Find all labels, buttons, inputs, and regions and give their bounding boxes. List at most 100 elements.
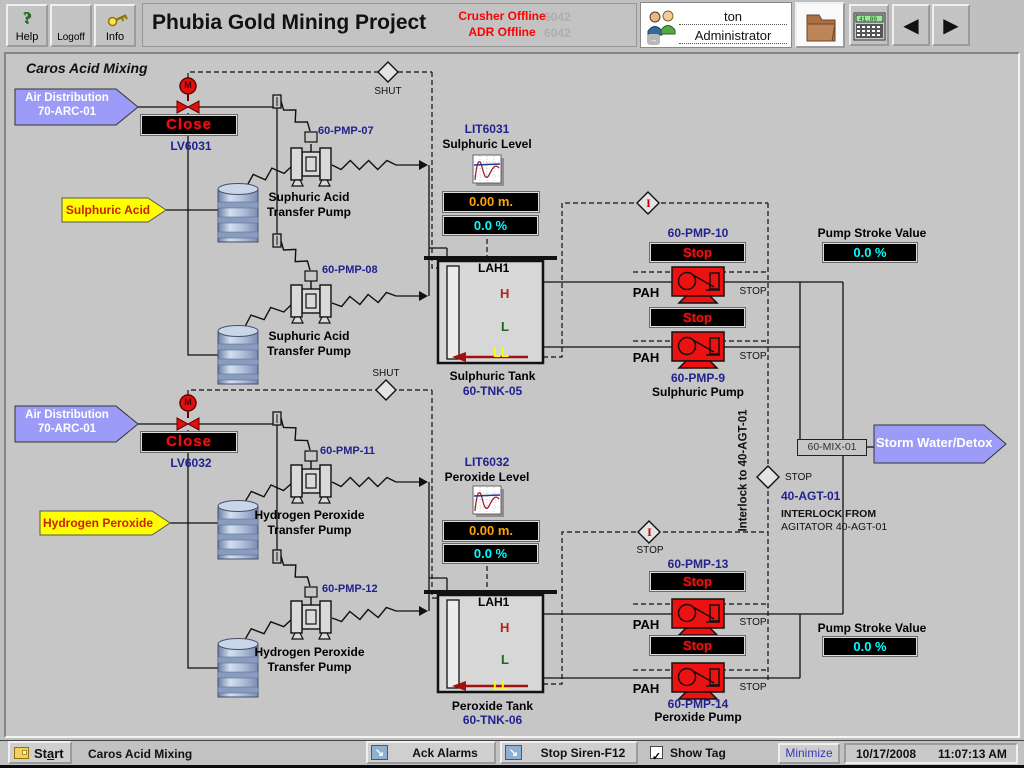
tank2-name: Peroxide Tank: [451, 699, 534, 713]
close-valve-button-lv6032[interactable]: Close: [140, 431, 238, 453]
date-value: 10/17/2008: [856, 747, 917, 761]
calculator-button[interactable]: 41.00: [849, 4, 889, 46]
pump-tag-60-pmp-07: 60-PMP-07: [318, 125, 374, 137]
tank1-lowlow-label: LL: [493, 345, 509, 360]
calculator-display: 41.00: [859, 16, 877, 23]
pump-name-60-pmp-07-line2: Transfer Pump: [266, 205, 352, 219]
minimize-button[interactable]: Minimize: [778, 743, 840, 764]
air-banner-upper-line1: Air Distribution: [25, 92, 109, 104]
tank1-tag: 60-TNK-05: [462, 384, 523, 398]
dosing-tag-60-pmp-13: 60-PMP-13: [667, 557, 729, 571]
show-tag-checkbox[interactable]: ✓: [650, 746, 663, 763]
stroke-label-upper: Pump Stroke Value: [817, 226, 927, 240]
help-button[interactable]: ? Help: [6, 4, 48, 47]
pump-name-60-pmp-08-line1: Suphuric Acid: [268, 329, 350, 343]
stop-button-60-pmp-13[interactable]: Stop: [649, 571, 746, 592]
key-icon: [107, 14, 128, 27]
tank1-low-label: L: [501, 319, 509, 334]
user-name: ton: [679, 9, 787, 25]
help-label: Help: [15, 31, 39, 43]
calculator-icon: 41.00: [853, 12, 886, 41]
peroxide-feed-label: Hydrogen Peroxide: [42, 516, 154, 530]
alarm-ghost-1: 6042: [544, 10, 571, 24]
help-icon: ?: [22, 8, 32, 27]
folder-icon: [806, 14, 836, 42]
interlock-letter-upper: I: [646, 196, 651, 210]
pump-tag-60-pmp-12: 60-PMP-12: [322, 583, 378, 595]
title-panel: [142, 3, 637, 47]
current-screen-label: Caros Acid Mixing: [88, 747, 193, 761]
pump-name-60-pmp-08-line2: Transfer Pump: [266, 344, 352, 358]
level-value-lit6032: 0.00 m.: [442, 520, 540, 542]
start-button[interactable]: Start: [8, 741, 72, 764]
dosing-tag-60-pmp-10: 60-PMP-10: [667, 226, 729, 240]
valve-motor-letter-lower: M: [184, 397, 192, 407]
level-value-lit6031: 0.00 m.: [442, 191, 540, 213]
ack-alarms-icon: ↘: [371, 745, 388, 760]
stroke-value-lower: 0.0 %: [822, 636, 918, 657]
stop-siren-button[interactable]: ↘ Stop Siren-F12: [500, 741, 638, 764]
dosing-name-sulphuric-pump: Sulphuric Pump: [651, 385, 744, 399]
air-banner-upper-line2: 70-ARC-01: [37, 106, 97, 118]
screen-title: Caros Acid Mixing: [26, 60, 148, 76]
pump-name-60-pmp-11-line2: Transfer Pump: [267, 523, 352, 537]
tank2-lowlow-label: LL: [493, 678, 509, 693]
agitator-from-line2: AGITATOR 40-AGT-01: [781, 521, 888, 533]
sulphuric-feed-label: Sulphuric Acid: [65, 203, 151, 217]
start-label-pre: St: [34, 746, 47, 761]
shut-label-upper: SHUT: [374, 86, 402, 97]
prev-icon: ◀: [903, 15, 919, 37]
tank1-alarm-lah1: LAH1: [478, 261, 510, 275]
checkmark-icon: ✓: [651, 751, 662, 763]
tank2-alarm-lah1: LAH1: [478, 595, 510, 609]
tank1-name: Sulphuric Tank: [449, 369, 536, 383]
pump-name-60-pmp-12-line1: Hydrogen Peroxide: [254, 645, 365, 659]
logoff-label: Logoff: [57, 32, 85, 43]
pah-label-60-pmp-9: PAH: [632, 350, 660, 365]
tank2-high-label: H: [500, 620, 510, 635]
show-tag-label: Show Tag: [670, 746, 726, 760]
pump-tag-60-pmp-08: 60-PMP-08: [322, 264, 378, 276]
logoff-button[interactable]: Logoff: [50, 4, 92, 47]
pah-label-60-pmp-14: PAH: [632, 681, 660, 696]
alarm-ghost-2: 6042: [544, 26, 571, 40]
prev-screen-button[interactable]: ◀: [892, 4, 930, 46]
ack-alarms-label: Ack Alarms: [412, 746, 478, 760]
start-label-key: a: [47, 746, 55, 761]
stop-button-60-pmp-9[interactable]: Stop: [649, 307, 746, 328]
state-label-60-pmp-13: STOP: [739, 617, 767, 628]
close-valve-button-lv6031[interactable]: Close: [140, 114, 238, 136]
interlock-letter-lower: I: [647, 525, 652, 539]
valve-motor-letter-upper: M: [184, 80, 192, 90]
page-title: Phubia Gold Mining Project: [152, 11, 427, 34]
footer-bottom-strip: [0, 765, 1024, 768]
pump-tag-60-pmp-11: 60-PMP-11: [320, 445, 376, 457]
stop-label-agitator-diamond: STOP: [785, 472, 813, 483]
level-name-lit6031: Sulphuric Level: [442, 137, 532, 151]
dosing-tag-60-pmp-9: 60-PMP-9: [670, 371, 726, 385]
alarm-text-adr: ADR Offline: [468, 25, 536, 39]
agitator-tag: 40-AGT-01: [781, 489, 841, 503]
stop-button-60-pmp-14[interactable]: Stop: [649, 635, 746, 656]
agitator-from-line1: INTERLOCK FROM: [781, 508, 877, 520]
stop-siren-label: Stop Siren-F12: [540, 746, 626, 760]
user-panel[interactable]: → ton Administrator: [640, 2, 792, 48]
folder-button[interactable]: [795, 2, 845, 48]
pah-label-60-pmp-13: PAH: [632, 617, 660, 632]
login-arrow-icon: →: [647, 34, 660, 45]
state-label-60-pmp-10: STOP: [739, 286, 767, 297]
pump-name-60-pmp-12-line2: Transfer Pump: [267, 660, 352, 674]
stroke-value-upper: 0.0 %: [822, 242, 918, 263]
dosing-tag-60-pmp-14: 60-PMP-14: [667, 697, 729, 711]
valve-tag-lv6031: LV6031: [170, 139, 212, 153]
tank2-tag: 60-TNK-06: [462, 713, 523, 727]
start-icon: [14, 747, 29, 759]
pah-label-60-pmp-10: PAH: [632, 285, 660, 300]
user-role: Administrator: [679, 28, 787, 44]
ack-alarms-button[interactable]: ↘ Ack Alarms: [366, 741, 496, 764]
mixer-tag-box: 60-MIX-01: [797, 439, 867, 456]
next-screen-button[interactable]: ▶: [932, 4, 970, 46]
stop-button-60-pmp-10[interactable]: Stop: [649, 242, 746, 263]
info-button[interactable]: Info: [94, 4, 136, 47]
